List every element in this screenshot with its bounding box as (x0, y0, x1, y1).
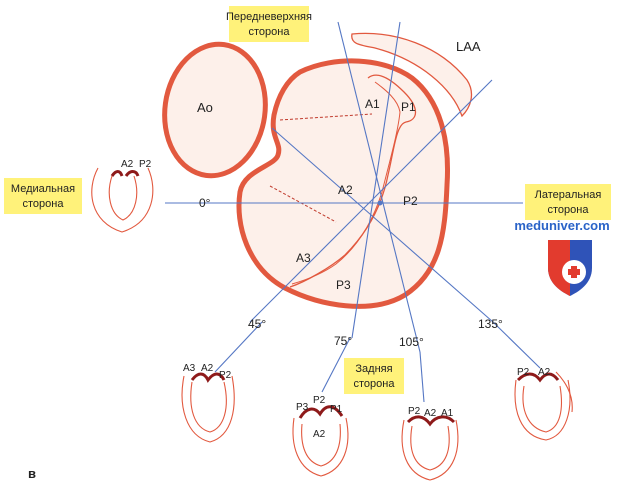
view-75-p1: P1 (330, 404, 343, 415)
view-45-a2: A2 (201, 363, 214, 374)
view-75-sketch (292, 417, 349, 477)
view-45-leaflet (190, 372, 226, 383)
view-75-p3: P3 (296, 402, 309, 413)
laa-shape (351, 32, 473, 118)
view-medial-p2: P2 (139, 159, 152, 170)
view-135-p2: P2 (517, 367, 530, 378)
view-medial-a2: A2 (121, 159, 134, 170)
view-135-sketch (514, 371, 573, 441)
view-45-sketch (181, 375, 235, 443)
view-45-p2: P2 (219, 370, 232, 381)
center-point (377, 200, 383, 206)
laa-label: LAA (456, 39, 481, 54)
callout-lateral-box (525, 184, 611, 220)
view-45-a3: A3 (183, 363, 196, 374)
mitral-annulus (236, 58, 450, 309)
aorta-shape (162, 41, 268, 179)
view-75-p2: P2 (313, 395, 326, 406)
imaging-planes (165, 21, 541, 403)
view-105-p2: P2 (408, 406, 421, 417)
scallop-a1-label: A1 (365, 97, 380, 111)
callout-lateral-line2: сторона (548, 204, 590, 216)
scallop-p3-label: P3 (336, 278, 351, 292)
view-135-a2: A2 (538, 367, 551, 378)
callout-lateral-line1: Латеральная (535, 189, 602, 201)
callout-posterior-box (344, 358, 404, 394)
dotted-line-a1 (279, 113, 373, 121)
view-135-leaflet (516, 372, 560, 383)
view-75-a2: A2 (313, 429, 326, 440)
angle-105-label: 105° (399, 335, 424, 349)
view-105-a2: A2 (424, 408, 437, 419)
aorta-label: Ao (197, 100, 213, 115)
scallop-p1-label: P1 (401, 100, 416, 114)
coaptation-line (289, 74, 417, 288)
scallop-a3-label: A3 (296, 251, 311, 265)
angle-0-label: 0° (199, 196, 211, 210)
callout-posterior-line1: Задняя (355, 363, 392, 375)
view-105-a1: A1 (441, 408, 454, 419)
dotted-line-a3 (269, 185, 337, 223)
coaptation-line-inner (291, 81, 401, 285)
view-medial-sketch (91, 167, 154, 233)
angle-45-label: 45° (248, 317, 266, 331)
scallop-a2-label: A2 (338, 183, 353, 197)
angle-135-label: 135° (478, 317, 503, 331)
angle-75-label: 75° (334, 334, 352, 348)
view-medial-leaflet (110, 170, 140, 177)
watermark-text: meduniver.com (514, 218, 609, 233)
callout-anterosuperior-line1: Передневерхняя (226, 11, 312, 23)
callout-anterosuperior-line2: сторона (249, 26, 291, 38)
panel-letter: в (28, 466, 36, 481)
shield-icon (548, 240, 592, 296)
view-105-leaflet (406, 415, 456, 427)
view-105-sketch (401, 419, 459, 481)
callout-medial-line2: сторона (23, 198, 65, 210)
callout-anterosuperior-box (229, 6, 309, 42)
view-75-leaflet (298, 405, 344, 419)
callout-medial-box (4, 178, 82, 214)
scallop-p2-label: P2 (403, 194, 418, 208)
callout-posterior-line2: сторона (354, 378, 396, 390)
callout-medial-line1: Медиальная (11, 183, 75, 195)
